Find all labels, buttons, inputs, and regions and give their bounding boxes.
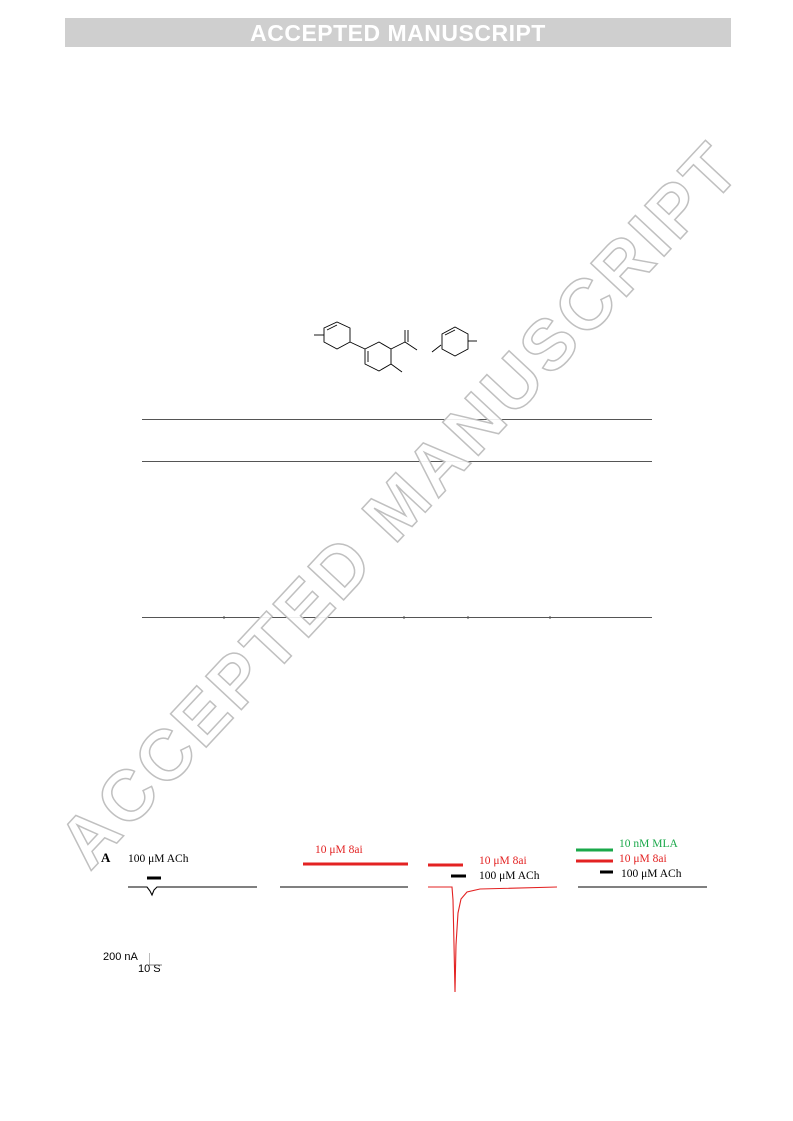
trace4-label-mla: 10 nM MLA xyxy=(619,838,678,850)
trace-ach-control xyxy=(128,886,257,897)
trace3-label-ach: 100 μM ACh xyxy=(479,870,540,882)
trace4-label-8ai: 10 μM 8ai xyxy=(619,853,667,865)
trace2-label-8ai: 10 μM 8ai xyxy=(315,844,363,856)
table-top-rule xyxy=(142,419,652,420)
current-traces xyxy=(128,848,707,993)
scale-bar-time: 10 S xyxy=(138,963,161,975)
accepted-manuscript-banner: ACCEPTED MANUSCRIPT xyxy=(65,18,731,47)
table-column-ticks xyxy=(223,616,551,619)
trace4-label-ach: 100 μM ACh xyxy=(621,868,682,880)
trace3-label-8ai: 10 μM 8ai xyxy=(479,855,527,867)
panel-label: A xyxy=(101,850,111,865)
chemical-structure xyxy=(314,321,477,373)
table-bottom-rule xyxy=(142,617,652,618)
scale-bar-current: 200 nA xyxy=(103,951,138,963)
watermark-text: ACCEPTED MANUSCRIPT xyxy=(43,126,757,883)
electrophysiology-figure: A 100 μM ACh 10 μM 8ai 10 μM 8ai 100 μM … xyxy=(95,835,725,1005)
trace-8ai-plus-ach xyxy=(428,886,558,993)
trace1-label-ach: 100 μM ACh xyxy=(128,853,189,865)
table-header-rule xyxy=(142,461,652,462)
